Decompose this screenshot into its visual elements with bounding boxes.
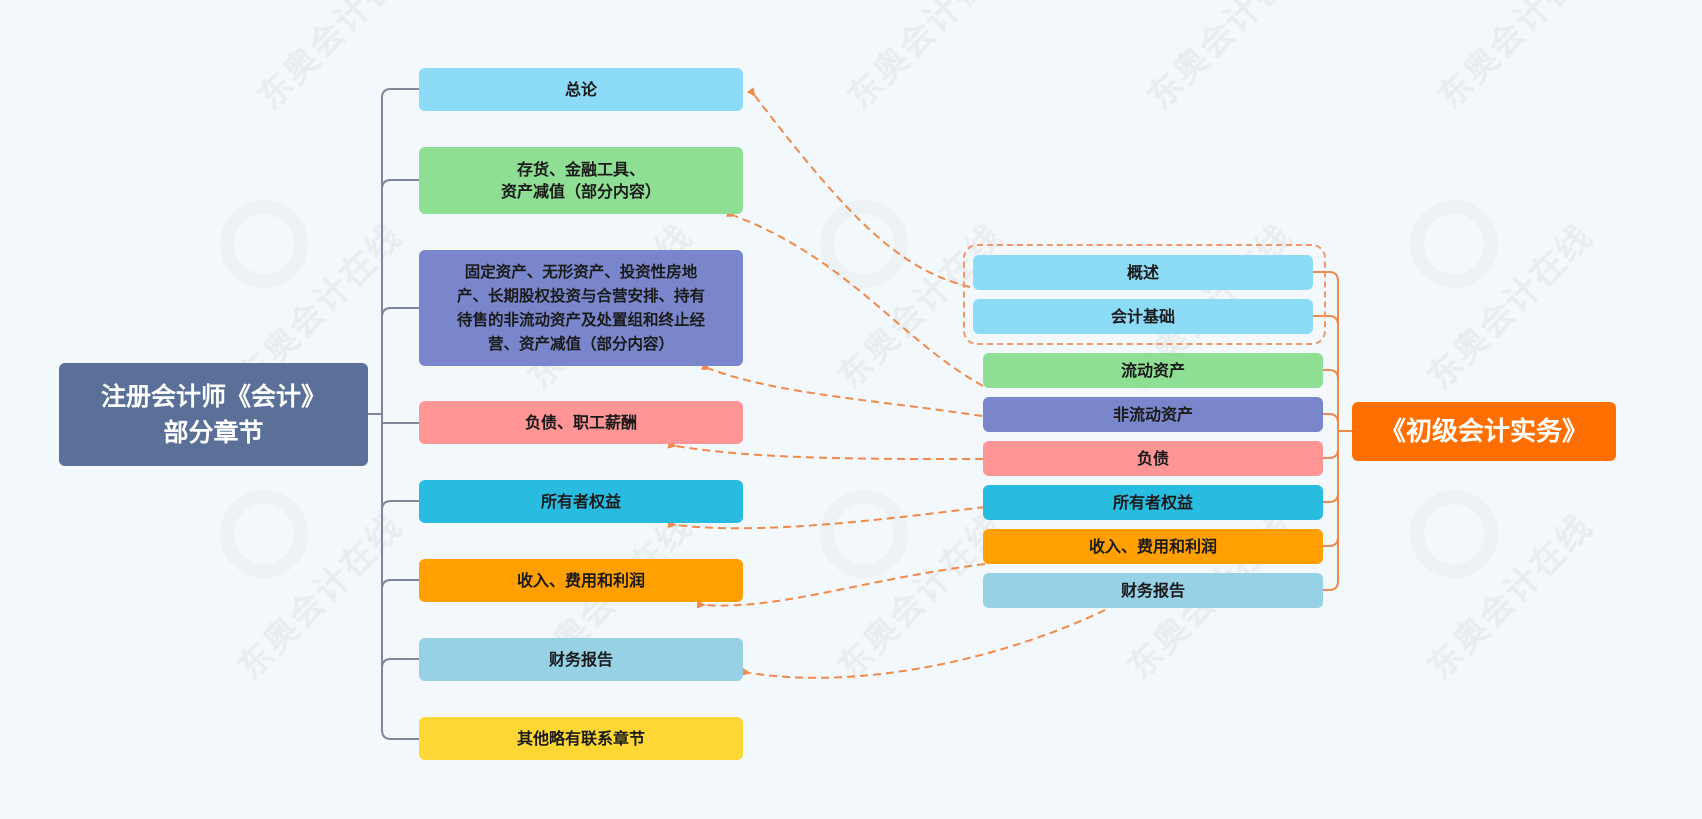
node-label-line1: 存货、金融工具、 (516, 159, 645, 179)
right-node-financial-report[interactable]: 财务报告 (983, 573, 1323, 608)
node-label: 总论 (564, 79, 597, 99)
left-node-inventory-financial[interactable]: 存货、金融工具、 资产减值（部分内容） (419, 147, 743, 214)
left-tree-connectors (368, 88, 419, 740)
left-node-equity[interactable]: 所有者权益 (419, 480, 743, 523)
right-node-equity[interactable]: 所有者权益 (983, 485, 1323, 520)
node-label-line1: 固定资产、无形资产、投资性房地 (464, 263, 698, 281)
left-root-node[interactable]: 注册会计师《会计》 部分章节 (59, 363, 368, 466)
right-node-noncurrent-assets[interactable]: 非流动资产 (983, 397, 1323, 432)
right-root-node[interactable]: 《初级会计实务》 (1352, 402, 1616, 461)
node-label: 非流动资产 (1112, 404, 1193, 424)
node-label: 负债、职工薪酬 (524, 412, 637, 432)
right-node-liabilities[interactable]: 负债 (983, 441, 1323, 476)
right-tree-connectors (1313, 271, 1352, 591)
left-node-liabilities[interactable]: 负债、职工薪酬 (419, 401, 743, 444)
node-label: 财务报告 (548, 649, 613, 669)
node-label: 所有者权益 (540, 491, 621, 511)
node-label: 概述 (1126, 262, 1159, 282)
left-node-fixed-assets[interactable]: 固定资产、无形资产、投资性房地 产、长期股权投资与合营安排、持有 待售的非流动资… (419, 250, 743, 366)
node-label-line3: 待售的非流动资产及处置组和终止经 (456, 311, 705, 329)
node-label: 负债 (1136, 448, 1169, 468)
node-label-line2: 产、长期股权投资与合营安排、持有 (456, 287, 705, 305)
node-label: 其他略有联系章节 (516, 728, 645, 748)
relation-arrows (667, 87, 1106, 679)
node-label-line2: 资产减值（部分内容） (500, 181, 661, 201)
node-label: 会计基础 (1110, 306, 1175, 326)
right-node-current-assets[interactable]: 流动资产 (983, 353, 1323, 388)
left-node-other[interactable]: 其他略有联系章节 (419, 717, 743, 760)
node-label: 流动资产 (1120, 360, 1185, 380)
node-label: 收入、费用和利润 (1088, 536, 1217, 556)
node-label: 财务报告 (1120, 580, 1185, 600)
node-label: 所有者权益 (1112, 492, 1193, 512)
node-label: 收入、费用和利润 (516, 570, 645, 590)
right-node-accounting-basics[interactable]: 会计基础 (973, 299, 1313, 334)
left-node-financial-report[interactable]: 财务报告 (419, 638, 743, 681)
right-node-overview[interactable]: 概述 (973, 255, 1313, 290)
node-label-line4: 营、资产减值（部分内容） (487, 335, 674, 353)
right-root-label: 《初级会计实务》 (1379, 416, 1588, 447)
left-node-revenue[interactable]: 收入、费用和利润 (419, 559, 743, 602)
group-outline (963, 244, 1326, 345)
left-root-label-line1: 注册会计师《会计》 (100, 381, 326, 411)
left-root-label-line2: 部分章节 (163, 417, 264, 447)
left-node-general[interactable]: 总论 (419, 68, 743, 111)
right-node-revenue[interactable]: 收入、费用和利润 (983, 529, 1323, 564)
